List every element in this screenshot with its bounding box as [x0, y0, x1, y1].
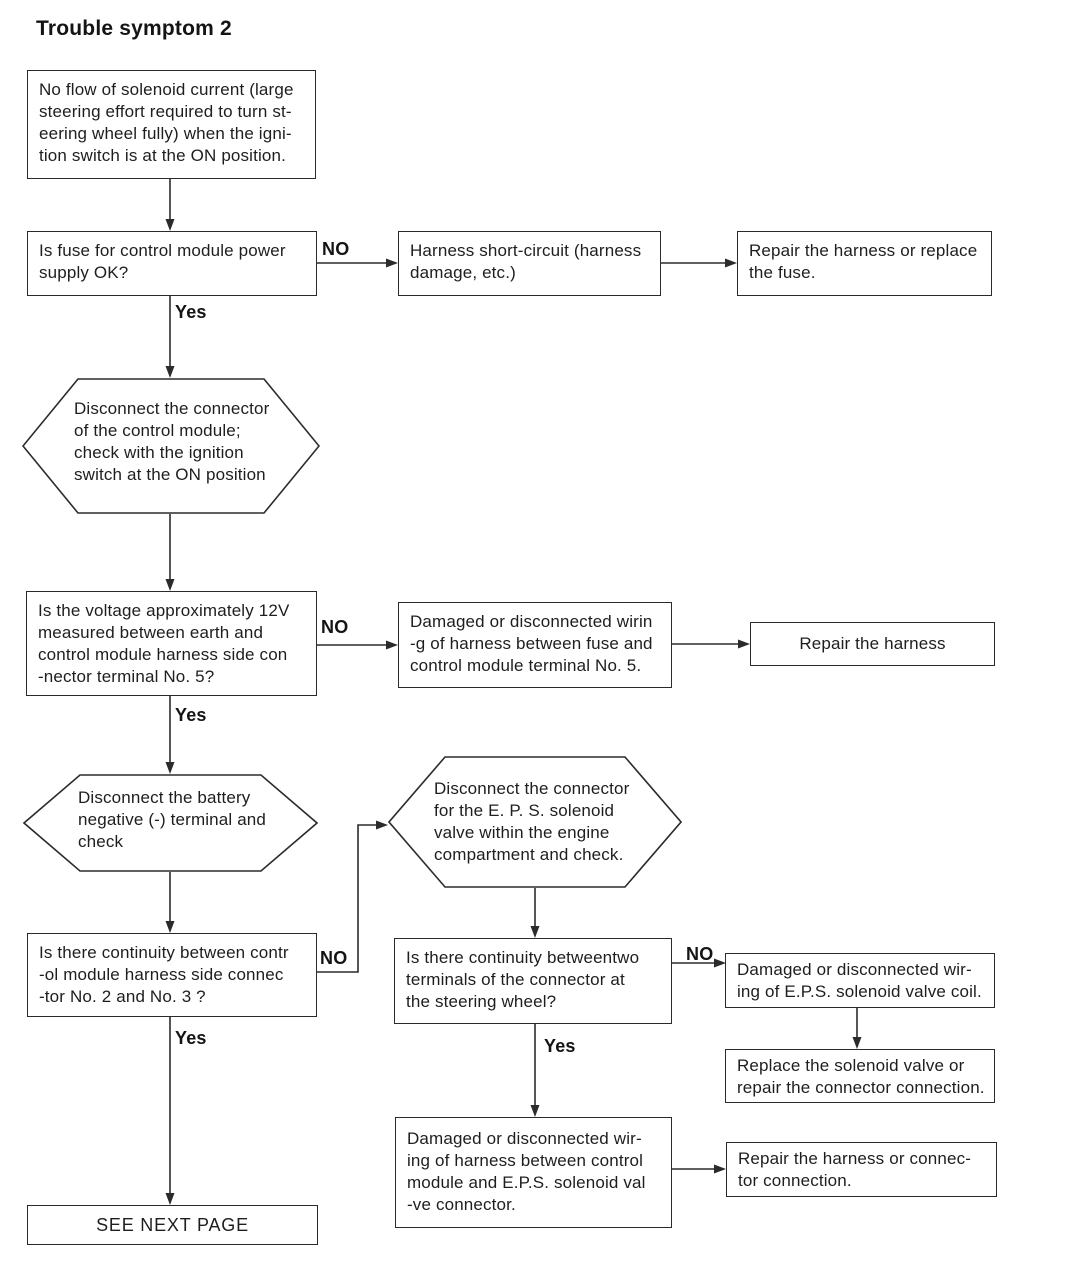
connector-voltage-no-to-damaged-fuse-wiring — [317, 640, 398, 650]
repair-fuse-box: Repair the harness or replace the fuse. — [737, 231, 992, 296]
disconnect-eps-valve-text: Disconnect the connector for the E. P. S… — [434, 779, 630, 864]
voltage-question-box: Is the voltage approximately 12V measure… — [26, 591, 317, 696]
connector-continuity-module-no-to-disconnect-eps-valve — [317, 820, 388, 973]
repair-connector-box: Repair the harness or connec- tor connec… — [726, 1142, 997, 1197]
connector-damaged-module-valve-to-repair-connector — [672, 1164, 726, 1174]
connector-disconnect-module-to-voltage — [165, 514, 175, 591]
hexagon-outline — [388, 756, 682, 888]
continuity-module-question-box: Is there continuity between contr -ol mo… — [27, 933, 317, 1017]
connector-continuity-steering-yes-to-damaged-module-valve — [530, 1024, 540, 1117]
connector-damaged-valve-coil-to-replace-valve — [852, 1008, 862, 1049]
repair-harness-box: Repair the harness — [750, 622, 995, 666]
page-title: Trouble symptom 2 — [36, 17, 232, 40]
no-label-continuity-module: NO — [320, 948, 348, 968]
yes-label-fuse-question: Yes — [175, 302, 207, 322]
start-symptom-box: No flow of solenoid current (large steer… — [27, 70, 316, 179]
disconnect-control-module-text: Disconnect the connector of the control … — [74, 399, 270, 484]
disconnect-battery-text: Disconnect the battery negative (-) term… — [78, 788, 267, 851]
disconnect-battery-hexagon: Disconnect the battery negative (-) term… — [23, 774, 318, 872]
damaged-valve-coil-box: Damaged or disconnected wir- ing of E.P.… — [725, 953, 995, 1008]
yes-label-continuity-steering: Yes — [544, 1036, 576, 1056]
connector-harness-short-to-repair-fuse — [661, 258, 737, 268]
connector-damaged-fuse-wiring-to-repair-harness — [672, 639, 750, 649]
disconnect-control-module-hexagon: Disconnect the connector of the control … — [22, 378, 320, 514]
connector-disconnect-eps-valve-to-continuity-steering — [530, 888, 540, 938]
connector-disconnect-battery-to-continuity-module — [165, 872, 175, 933]
fuse-question-box: Is fuse for control module power supply … — [27, 231, 317, 296]
replace-valve-box: Replace the solenoid valve or repair the… — [725, 1049, 995, 1103]
yes-label-voltage-question: Yes — [175, 705, 207, 725]
see-next-page-box: SEE NEXT PAGE — [27, 1205, 318, 1245]
no-label-continuity-steering: NO — [686, 944, 714, 964]
connector-start-to-fuse — [165, 179, 175, 231]
continuity-steering-question-box: Is there continuity betweentwo terminals… — [394, 938, 672, 1024]
yes-label-continuity-module: Yes — [175, 1028, 207, 1048]
damaged-module-valve-wiring-box: Damaged or disconnected wir- ing of harn… — [395, 1117, 672, 1228]
disconnect-eps-valve-hexagon: Disconnect the connector for the E. P. S… — [388, 756, 682, 888]
connector-fuse-no-to-harness-short — [317, 258, 398, 268]
no-label-fuse-question: NO — [322, 239, 350, 259]
hexagon-outline — [23, 774, 318, 872]
connector-continuity-module-yes-to-see-next-page — [165, 1017, 175, 1205]
damaged-fuse-wiring-box: Damaged or disconnected wirin -g of harn… — [398, 602, 672, 688]
no-label-voltage-question: NO — [321, 617, 349, 637]
connector-fuse-yes-to-disconnect-module — [165, 296, 175, 378]
hexagon-outline — [22, 378, 320, 514]
connector-continuity-steering-no-to-damaged-valve-coil — [672, 958, 726, 968]
harness-short-circuit-box: Harness short-circuit (harness damage, e… — [398, 231, 661, 296]
connector-voltage-yes-to-disconnect-battery — [165, 696, 175, 774]
